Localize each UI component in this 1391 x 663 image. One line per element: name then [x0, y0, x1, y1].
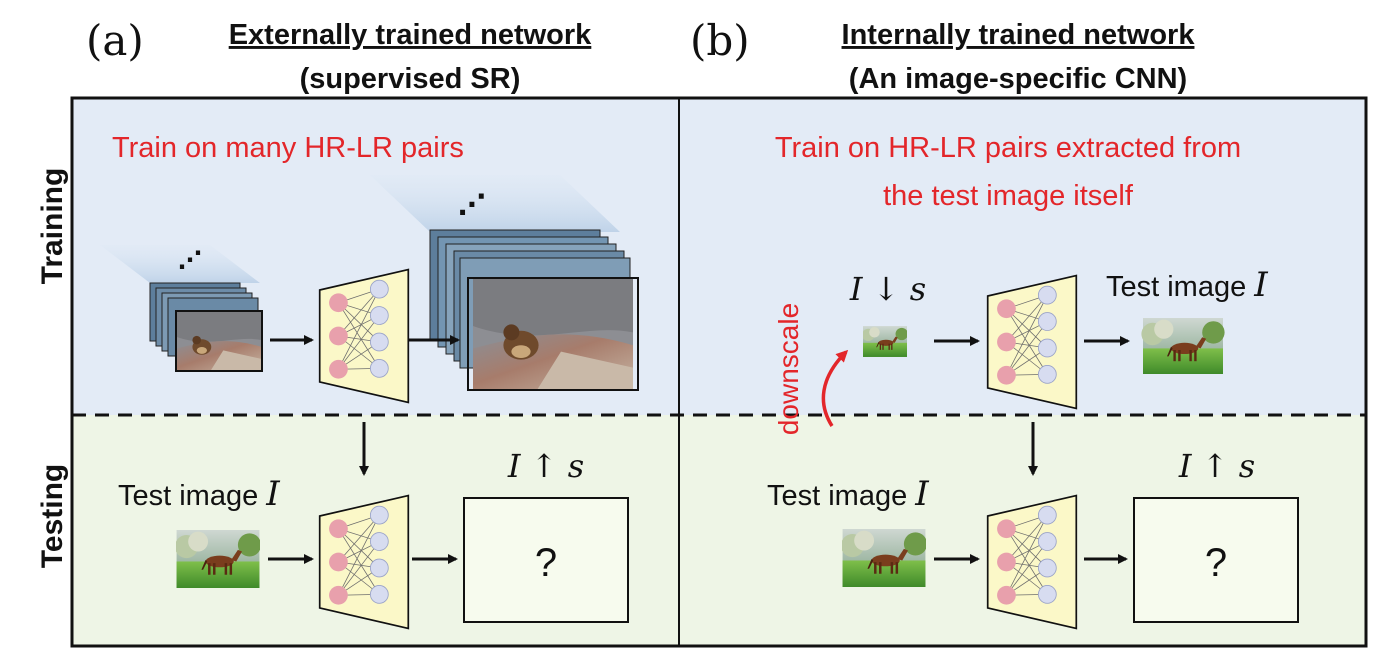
cnn-a-train: [318, 268, 410, 404]
panel-a-output-label: I ↑ s: [507, 447, 584, 485]
svg-text:⋰: ⋰: [178, 247, 202, 274]
panel-a-output-placeholder: ?: [535, 541, 557, 585]
panel-b-train-target-var: I: [1253, 265, 1268, 305]
panel-a-training-note: Train on many HR-LR pairs: [112, 132, 464, 164]
panel-a-test-var: I: [265, 474, 280, 514]
panel-a-test-label-text: Test image: [118, 480, 258, 512]
panel-a-test-image: [175, 530, 261, 588]
panel-b-training-note-line1: Train on HR-LR pairs extracted from: [775, 132, 1241, 164]
panel-b-subtitle: (An image-specific CNN): [849, 63, 1187, 95]
panel-b-test-label-text: Test image: [767, 480, 907, 512]
cnn-b-test: [986, 494, 1078, 630]
panel-b-train-target-image: [1141, 318, 1224, 374]
figure-frame: [70, 96, 1368, 648]
hr-image-stack: ⋰: [370, 175, 639, 391]
panel-b-test-var: I: [914, 474, 929, 514]
panel-a-output-box: [463, 497, 629, 623]
panel-b-output-placeholder: ?: [1205, 541, 1227, 585]
row-label-training: Training: [36, 168, 69, 285]
downscale-arrow: [821, 349, 849, 427]
panel-b-training-note-line2: the test image itself: [883, 180, 1134, 212]
panel-b-downscaled-label: I ↓ s: [849, 270, 926, 308]
panel-a-subtitle: (supervised SR): [300, 63, 521, 95]
panel-b-tag: (b): [690, 16, 750, 65]
downscale-arrow-label: downscale: [773, 303, 804, 435]
row-label-testing: Testing: [36, 464, 69, 568]
svg-text:⋰: ⋰: [458, 189, 486, 220]
panel-b-downscaled-image: [862, 326, 908, 357]
panel-a-tag: (a): [86, 16, 144, 65]
cnn-a-test: [318, 494, 410, 630]
panel-b-train-target-label-text: Test image: [1106, 271, 1246, 303]
panel-b-output-box: [1133, 497, 1299, 623]
panel-b-output-label: I ↑ s: [1178, 447, 1255, 485]
cnn-b-train: [986, 274, 1078, 410]
panel-a-title: Externally trained network: [229, 19, 592, 51]
lr-image-stack: ⋰: [100, 245, 263, 372]
panel-b-title: Internally trained network: [842, 19, 1196, 51]
panel-b-test-image: [841, 529, 927, 587]
